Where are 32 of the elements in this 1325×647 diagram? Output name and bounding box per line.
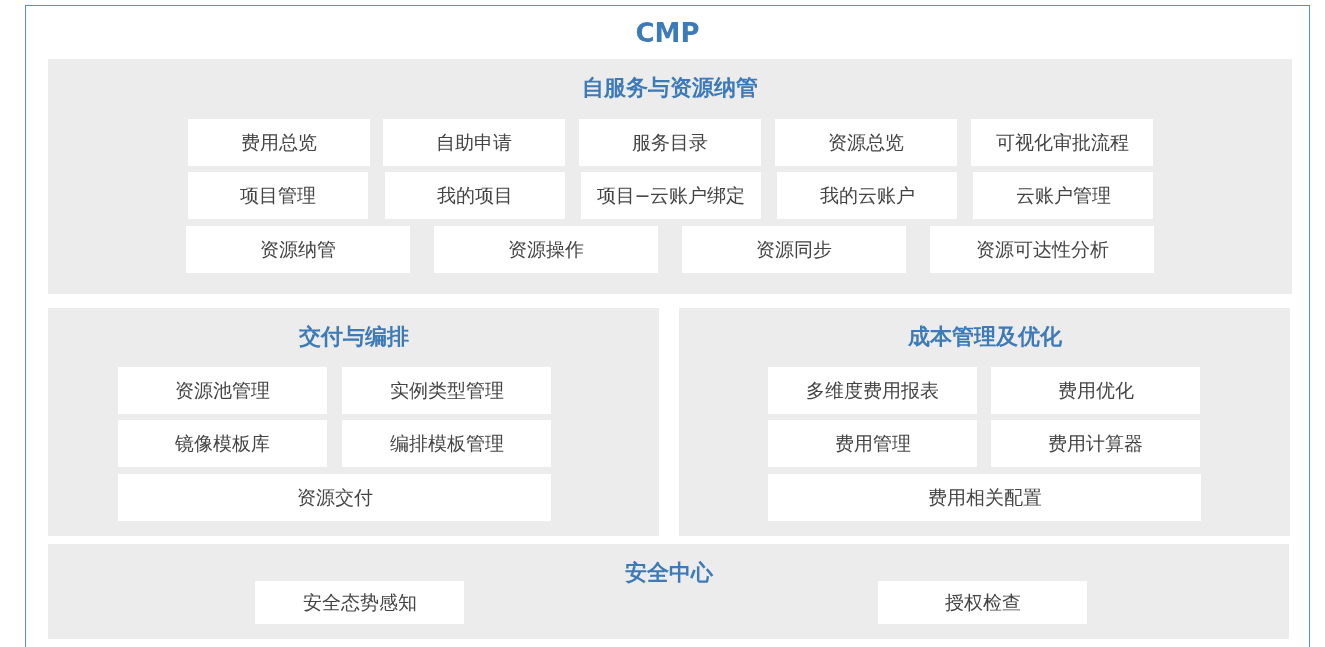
feature-box: 资源交付 <box>118 474 551 521</box>
module-title: 自服务与资源纳管 <box>582 74 758 102</box>
feature-box: 费用管理 <box>768 420 977 467</box>
platform-title: CMP <box>635 18 700 48</box>
feature-box: 费用总览 <box>188 119 370 166</box>
feature-box: 安全态势感知 <box>255 581 464 624</box>
feature-box: 资源池管理 <box>118 367 327 414</box>
feature-box: 镜像模板库 <box>118 420 327 467</box>
feature-box: 授权检查 <box>878 581 1087 624</box>
feature-box: 资源总览 <box>775 119 957 166</box>
feature-box: 资源可达性分析 <box>930 226 1154 273</box>
feature-box: 我的云账户 <box>777 172 957 219</box>
feature-box: 自助申请 <box>383 119 565 166</box>
feature-box: 费用计算器 <box>991 420 1200 467</box>
feature-box: 资源纳管 <box>186 226 410 273</box>
feature-box: 多维度费用报表 <box>768 367 977 414</box>
module-title: 交付与编排 <box>298 323 409 351</box>
feature-box: 编排模板管理 <box>342 420 551 467</box>
feature-box: 服务目录 <box>579 119 761 166</box>
feature-box: 费用相关配置 <box>768 474 1201 521</box>
feature-box: 我的项目 <box>385 172 565 219</box>
feature-box: 实例类型管理 <box>342 367 551 414</box>
feature-box: 云账户管理 <box>973 172 1153 219</box>
feature-box: 资源同步 <box>682 226 906 273</box>
feature-box: 费用优化 <box>991 367 1200 414</box>
feature-box: 资源操作 <box>434 226 658 273</box>
platform-frame <box>25 5 1310 647</box>
feature-box: 项目−云账户绑定 <box>581 172 761 219</box>
module-title: 成本管理及优化 <box>907 323 1062 351</box>
feature-box: 项目管理 <box>188 172 368 219</box>
feature-box: 可视化审批流程 <box>971 119 1153 166</box>
module-title: 安全中心 <box>624 559 713 587</box>
